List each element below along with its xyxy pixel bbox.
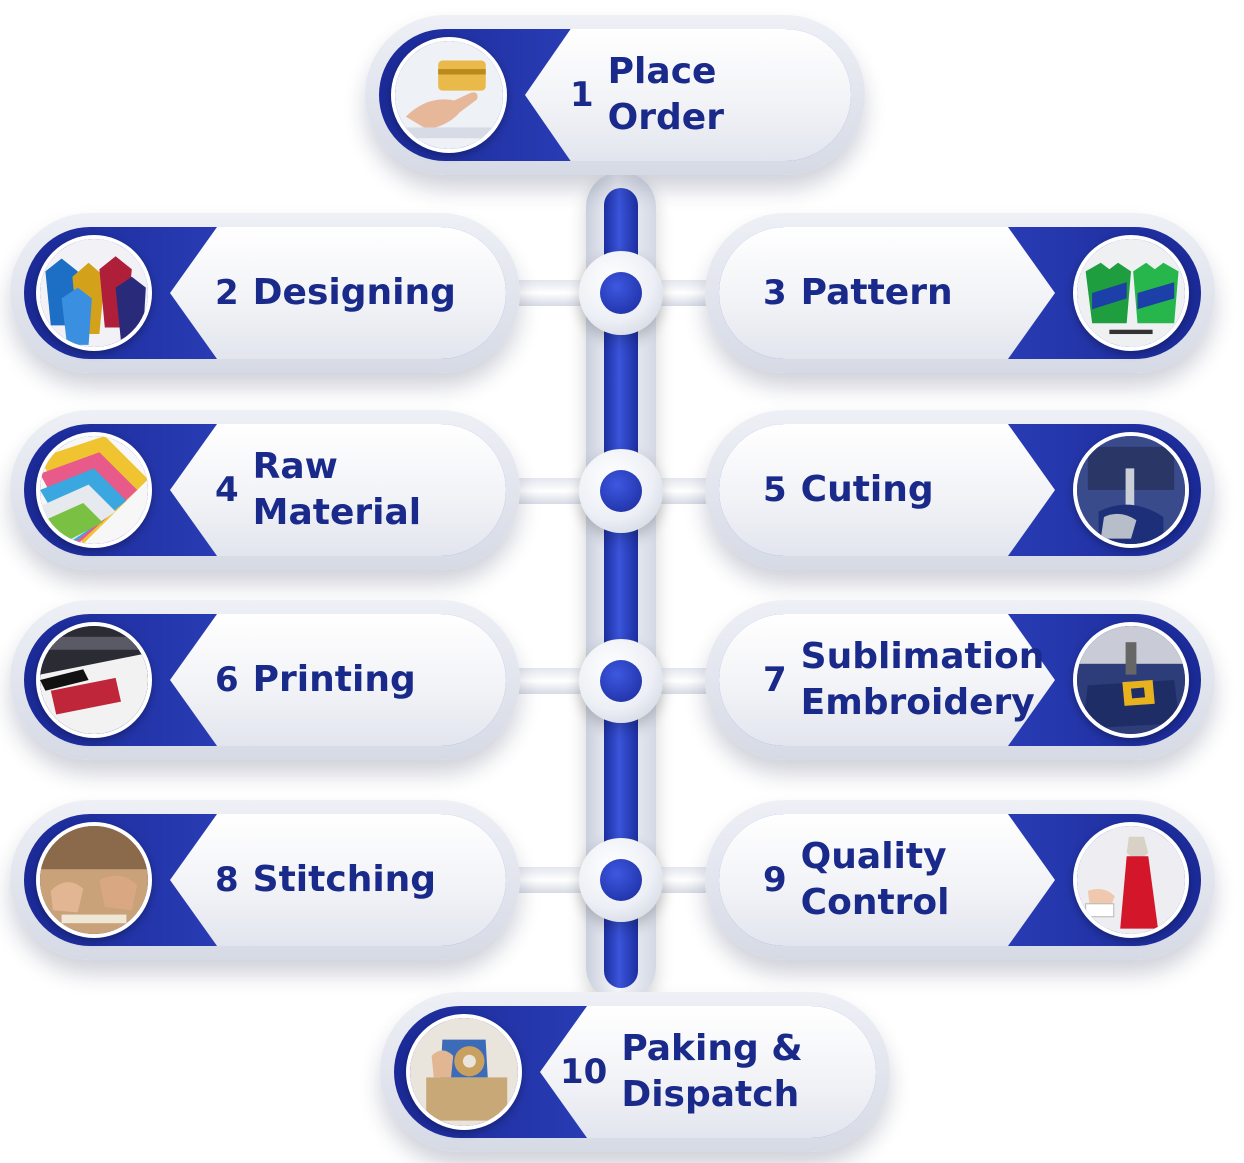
step-card-panel: [170, 227, 506, 359]
step-title: Place Order: [608, 49, 835, 141]
step-label: 1 Place Order: [570, 29, 835, 161]
timeline-node: [579, 838, 663, 922]
timeline-node: [579, 251, 663, 335]
credit-card-payment-icon: [391, 37, 507, 153]
timeline-node-dot: [600, 470, 642, 512]
step-title-line: Quality: [800, 836, 947, 877]
step-card-panel: [525, 29, 851, 161]
stitching-hands-icon: [36, 822, 152, 938]
timeline-node: [579, 449, 663, 533]
step-title-line: Sublimation: [800, 636, 1045, 677]
step-title-line: Paking &: [621, 1028, 803, 1069]
step-card-panel: [170, 614, 506, 746]
step-number: 8: [215, 860, 239, 900]
step-title-line: Pattern: [800, 272, 953, 313]
step-label: 8 Stitching: [215, 814, 490, 946]
step-label: 5 Cuting: [763, 424, 1045, 556]
cutting-machine-icon: [1073, 432, 1189, 548]
embroidery-machine-icon: [1073, 622, 1189, 738]
step-title: Cuting: [801, 467, 934, 513]
timeline-node-dot: [600, 859, 642, 901]
step-number: 4: [215, 470, 239, 510]
step-card-panel: [719, 424, 1055, 556]
step-title-line: Raw: [252, 446, 338, 487]
step-title: Paking & Dispatch: [621, 1026, 802, 1118]
timeline-node-dot: [600, 660, 642, 702]
printing-machine-icon: [36, 622, 152, 738]
step-number: 7: [763, 660, 787, 700]
step-card-panel: [719, 814, 1055, 946]
step-card-panel: [170, 424, 506, 556]
jersey-designs-icon: [36, 235, 152, 351]
step-title: Printing: [253, 657, 416, 703]
step-number: 9: [763, 860, 787, 900]
step-number: 2: [215, 273, 239, 313]
step-card-panel: [719, 614, 1055, 746]
mannequin-dress-icon: [1073, 822, 1189, 938]
step-card-panel: [719, 227, 1055, 359]
step-label: 10 Paking & Dispatch: [560, 1006, 860, 1138]
step-title-line: Cuting: [800, 469, 934, 510]
step-card-pattern: 3 Pattern: [705, 213, 1215, 373]
step-card-stitching: 8 Stitching: [10, 800, 520, 960]
step-title: Stitching: [253, 857, 436, 903]
step-title-line: Stitching: [252, 859, 437, 900]
step-label: 6 Printing: [215, 614, 490, 746]
step-title-line: Place Order: [607, 51, 724, 138]
step-number: 3: [763, 273, 787, 313]
step-title-line: Printing: [252, 659, 416, 700]
step-title-line: Embroidery: [800, 682, 1035, 723]
packing-tape-icon: [406, 1014, 522, 1130]
timeline-node-dot: [600, 272, 642, 314]
step-card-place-order: 1 Place Order: [365, 15, 865, 175]
step-number: 6: [215, 660, 239, 700]
step-card-designing: 2 Designing: [10, 213, 520, 373]
step-card-paking-dispatch: 10 Paking & Dispatch: [380, 992, 890, 1152]
step-number: 1: [570, 75, 594, 115]
step-number: 10: [560, 1052, 608, 1092]
step-card-printing: 6 Printing: [10, 600, 520, 760]
step-label: 3 Pattern: [763, 227, 1045, 359]
step-card-cuting: 5 Cuting: [705, 410, 1215, 570]
fabric-rolls-icon: [36, 432, 152, 548]
step-title-line: Control: [800, 882, 950, 923]
step-title-line: Dispatch: [621, 1074, 800, 1115]
step-title-line: Designing: [252, 272, 456, 313]
step-title: Designing: [253, 270, 456, 316]
step-card-panel: [540, 1006, 876, 1138]
step-title: Pattern: [801, 270, 953, 316]
step-label: 2 Designing: [215, 227, 490, 359]
step-number: 5: [763, 470, 787, 510]
timeline-node: [579, 639, 663, 723]
step-card-panel: [170, 814, 506, 946]
jersey-pattern-icon: [1073, 235, 1189, 351]
step-title-line: Material: [252, 492, 422, 533]
